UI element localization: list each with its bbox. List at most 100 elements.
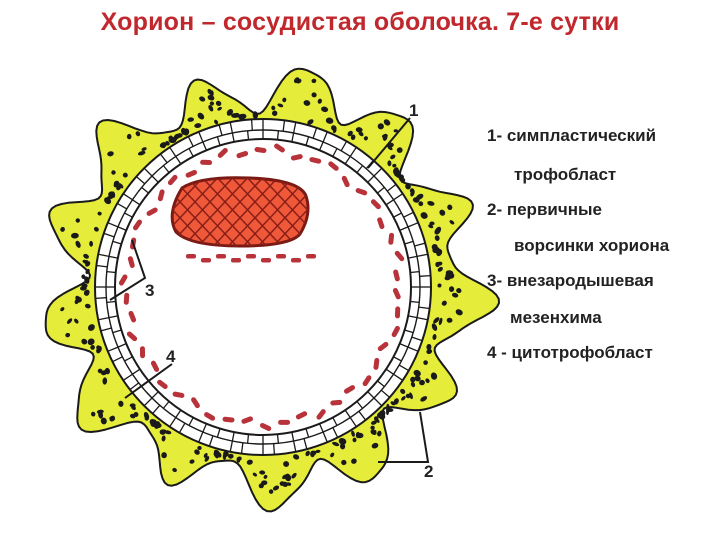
nucleus-dot xyxy=(209,101,214,106)
nucleus-dot xyxy=(371,429,377,434)
pointer-line-1 xyxy=(367,117,411,169)
cell-boundary xyxy=(229,122,234,134)
cell-boundary xyxy=(276,434,280,444)
mesenchyme-dash xyxy=(341,175,350,188)
mesenchyme-dash xyxy=(391,325,400,338)
cell-boundary xyxy=(240,442,244,454)
cell-boundary xyxy=(416,316,428,321)
legend-item-2-line-2: ворсинки хориона xyxy=(514,236,670,255)
cell-boundary xyxy=(106,300,116,304)
cell-boundary xyxy=(398,364,410,372)
nucleus-dot xyxy=(441,300,447,306)
nucleus-dot xyxy=(174,133,180,140)
mesenchyme-dash xyxy=(394,306,401,319)
nucleus-dot xyxy=(102,377,108,385)
cell-boundary xyxy=(407,222,419,228)
cell-boundary xyxy=(187,136,194,147)
mesenchyme-dash xyxy=(139,346,146,359)
nucleus-dot xyxy=(383,119,391,126)
legend-item-4-line-1: 4 - цитотрофобласт xyxy=(487,343,653,362)
mesenchyme-dash xyxy=(392,288,401,300)
nucleus-dot xyxy=(215,100,222,106)
legend-item-3-line-2: мезенхима xyxy=(510,308,602,327)
cell-boundary xyxy=(96,264,108,268)
nucleus-dot xyxy=(446,317,453,323)
mesenchyme-dash xyxy=(261,258,271,263)
nucleus-dot xyxy=(428,224,434,229)
hatch-line xyxy=(172,177,216,246)
cell-boundary xyxy=(399,226,409,231)
nucleus-dot xyxy=(420,396,428,402)
mesenchyme-dash xyxy=(393,269,400,282)
nucleus-dot xyxy=(60,307,65,312)
nucleus-dot xyxy=(437,266,443,272)
nucleus-dot xyxy=(419,379,425,386)
cell-boundary xyxy=(322,131,328,143)
cell-boundary xyxy=(198,431,204,443)
nucleus-dot xyxy=(418,201,424,207)
nucleus-dot xyxy=(197,445,202,451)
cell-boundary xyxy=(273,443,276,455)
nucleus-dot xyxy=(310,450,315,458)
legend-item-1-line-1: 1- симпластический xyxy=(487,126,657,145)
cell-boundary xyxy=(122,193,133,201)
nucleus-dot xyxy=(386,403,390,411)
cell-boundary xyxy=(169,417,177,428)
nucleus-dot xyxy=(168,137,177,144)
nucleus-dot xyxy=(98,411,104,419)
mesenchyme-dash xyxy=(231,258,241,263)
nucleus-dot xyxy=(271,105,276,111)
nucleus-dot xyxy=(393,129,398,133)
nucleus-dot xyxy=(455,309,463,316)
cell-boundary xyxy=(386,183,397,192)
cell-boundary xyxy=(151,175,159,183)
nucleus-dot xyxy=(295,78,302,84)
cell-boundary xyxy=(292,122,297,134)
nucleus-dot xyxy=(390,154,396,160)
nucleus-dot xyxy=(351,430,355,437)
legend-item-1-line-2: трофобласт xyxy=(514,165,617,184)
mesenchyme-dash xyxy=(274,143,285,153)
cell-boundary xyxy=(292,440,297,452)
nucleus-dot xyxy=(449,220,455,225)
mesenchyme-dash xyxy=(216,254,226,259)
nucleus-dot xyxy=(311,92,317,98)
nucleus-dot xyxy=(282,97,287,103)
nucleus-dot xyxy=(371,420,377,425)
mesenchyme-dash xyxy=(186,254,196,259)
nucleus-dot xyxy=(107,151,114,157)
mesenchyme-dash xyxy=(191,397,200,409)
nucleus-dot xyxy=(141,147,147,151)
nucleus-dot xyxy=(197,112,205,120)
mesenchyme-dash xyxy=(278,419,291,425)
mesenchyme-dash xyxy=(370,199,381,210)
cell-boundary xyxy=(393,193,404,201)
nucleus-dot xyxy=(156,423,162,429)
label-1: 1 xyxy=(409,101,419,120)
mesenchyme-dash xyxy=(316,409,326,420)
cell-boundary xyxy=(358,410,367,421)
cell-boundary xyxy=(411,336,423,342)
cell-boundary xyxy=(291,132,295,142)
nucleus-dot xyxy=(161,452,167,459)
cell-boundary xyxy=(151,391,159,399)
nucleus-dot xyxy=(207,94,215,101)
cell-boundary xyxy=(124,212,133,218)
nucleus-dot xyxy=(75,218,80,223)
mesenchyme-dash xyxy=(394,250,405,262)
label-3: 3 xyxy=(145,281,155,300)
cell-boundary xyxy=(344,156,351,165)
cell-boundary xyxy=(117,343,127,348)
hatch-line xyxy=(269,177,308,246)
mesenchyme-dash xyxy=(157,379,168,390)
nucleus-dot xyxy=(437,283,442,288)
nucleus-dot xyxy=(263,474,268,479)
nucleus-dot xyxy=(71,232,79,239)
cell-boundary xyxy=(291,432,295,442)
nucleus-dot xyxy=(96,345,101,350)
nucleus-dot xyxy=(126,133,132,140)
nucleus-dot xyxy=(66,318,73,324)
cell-boundary xyxy=(208,435,214,447)
cell-boundary xyxy=(112,240,122,245)
mesenchyme-dash xyxy=(132,219,143,231)
